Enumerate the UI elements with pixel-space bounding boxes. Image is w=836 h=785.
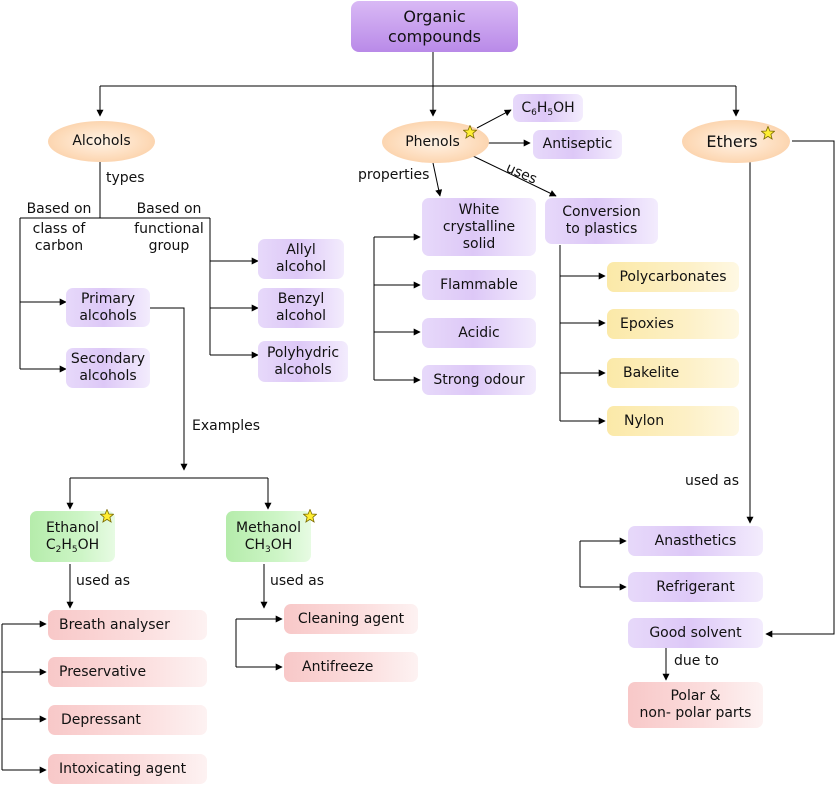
ether-use-item: Anasthetics — [628, 526, 763, 556]
secondary-line2: alcohols — [79, 368, 137, 384]
benzyl-alcohol-node: Benzyl alcohol — [258, 288, 344, 328]
polyhydric-line2: alcohols — [274, 361, 332, 378]
class-label-line2: class of — [32, 221, 86, 237]
ethanol-use-label: Breath analyser — [59, 616, 170, 633]
plastic-label: Polycarbonates — [619, 268, 727, 285]
ethanol-node: Ethanol C2H5OH — [30, 511, 115, 562]
class-label-line3: carbon — [34, 238, 84, 254]
primary-line2: alcohols — [79, 307, 137, 324]
due-to-label: due to — [674, 653, 719, 669]
good-solvent-node: Good solvent — [628, 618, 763, 648]
ethanol-use-item: Depressant — [48, 705, 207, 735]
ethanol-used-as-label: used as — [76, 573, 130, 589]
plastic-item: Bakelite — [607, 358, 739, 388]
primary-alcohols-node: Primary alcohols — [66, 288, 150, 327]
examples-label: Examples — [192, 418, 261, 434]
property-item: Strong odour — [422, 365, 536, 395]
ether-use-label: Refrigerant — [656, 578, 735, 595]
plastic-label: Epoxies — [620, 315, 674, 332]
ethanol-use-item: Intoxicating agent — [48, 754, 207, 784]
ether-use-label: Anasthetics — [654, 532, 737, 549]
alcohols-title: Alcohols — [72, 133, 131, 149]
benzyl-line2: alcohol — [275, 308, 327, 324]
class-of-carbon-label: Based on class of carbon — [22, 201, 96, 255]
methanol-use-item: Cleaning agent — [284, 604, 418, 634]
plastic-item: Polycarbonates — [607, 262, 739, 292]
methanol-formula: CH3OH — [244, 536, 293, 555]
allyl-alcohol-node: Allyl alcohol — [258, 239, 344, 279]
class-label-line1: Based on — [26, 201, 92, 217]
phenol-formula-node: C6H5OH — [513, 94, 583, 122]
plastic-item: Epoxies — [607, 309, 739, 339]
polar-line1: Polar & — [670, 688, 721, 704]
group-label-line1: Based on — [136, 201, 202, 217]
phenol-formula: C6H5OH — [521, 99, 575, 118]
functional-group-label: Based on functional group — [130, 201, 208, 255]
ethers-star-icon — [761, 126, 775, 140]
primary-line1: Primary — [80, 290, 136, 307]
ethers-used-as-label: used as — [685, 473, 739, 489]
ethanol-formula: C2H5OH — [45, 536, 100, 555]
ethanol-use-label: Depressant — [61, 711, 141, 728]
methanol-name: Methanol — [236, 519, 301, 536]
methanol-star-icon — [303, 509, 317, 523]
polar-nonpolar-node: Polar & non- polar parts — [628, 682, 763, 728]
property-label: Flammable — [440, 276, 518, 293]
ethanol-use-label: Intoxicating agent — [59, 760, 187, 777]
white-line1: White — [458, 201, 500, 218]
alcohols-node: Alcohols — [48, 121, 155, 162]
methanol-use-label: Antifreeze — [302, 658, 374, 675]
ether-use-item: Refrigerant — [628, 572, 763, 602]
methanol-node: Methanol CH3OH — [226, 511, 311, 562]
ethanol-use-item: Breath analyser — [48, 610, 207, 640]
methanol-used-as-label: used as — [270, 573, 324, 589]
root-line1: Organic — [403, 6, 466, 26]
plastic-item: Nylon — [607, 406, 739, 436]
methanol-use-label: Cleaning agent — [297, 610, 405, 627]
property-label: Acidic — [458, 324, 500, 341]
organic-compounds-node: Organic compounds — [351, 1, 518, 52]
conversion-to-plastics-node: Conversion to plastics — [545, 198, 658, 244]
benzyl-line1: Benzyl — [277, 291, 325, 307]
ethanol-use-item: Preservative — [48, 657, 207, 687]
polyhydric-line1: Polyhydric — [266, 344, 340, 361]
ethers-title: Ethers — [706, 132, 758, 151]
white-line3: solid — [462, 235, 496, 252]
polar-line2: non- polar parts — [639, 705, 752, 721]
group-label-line3: group — [148, 238, 190, 254]
properties-label: properties — [358, 167, 430, 183]
white-crystalline-solid-node: White crystalline solid — [422, 198, 536, 256]
property-item: Acidic — [422, 318, 536, 348]
phenols-title: Phenols — [405, 133, 460, 150]
plastic-label: Bakelite — [623, 364, 680, 381]
property-item: Flammable — [422, 270, 536, 300]
phenols-star-icon — [463, 125, 477, 139]
ethanol-name: Ethanol — [45, 519, 100, 536]
root-line2: compounds — [388, 26, 481, 46]
allyl-line1: Allyl — [286, 242, 316, 258]
conversion-line1: Conversion — [562, 204, 641, 220]
antiseptic-node: Antiseptic — [533, 130, 622, 159]
ethers-node: Ethers — [682, 120, 790, 163]
types-label: types — [106, 170, 145, 186]
property-label: Strong odour — [433, 371, 525, 388]
allyl-line2: alcohol — [275, 259, 327, 275]
white-line2: crystalline — [442, 218, 516, 235]
ethanol-use-label: Preservative — [59, 663, 147, 680]
ethanol-star-icon — [100, 509, 114, 523]
group-label-line2: functional — [134, 221, 204, 237]
polyhydric-alcohols-node: Polyhydric alcohols — [258, 341, 348, 382]
secondary-line1: Secondary — [70, 351, 146, 367]
methanol-use-item: Antifreeze — [284, 652, 418, 682]
conversion-line2: to plastics — [565, 221, 638, 237]
plastic-label: Nylon — [624, 412, 665, 429]
antiseptic-label: Antiseptic — [542, 136, 613, 152]
good-solvent-label: Good solvent — [649, 624, 742, 641]
secondary-alcohols-node: Secondary alcohols — [66, 348, 150, 388]
